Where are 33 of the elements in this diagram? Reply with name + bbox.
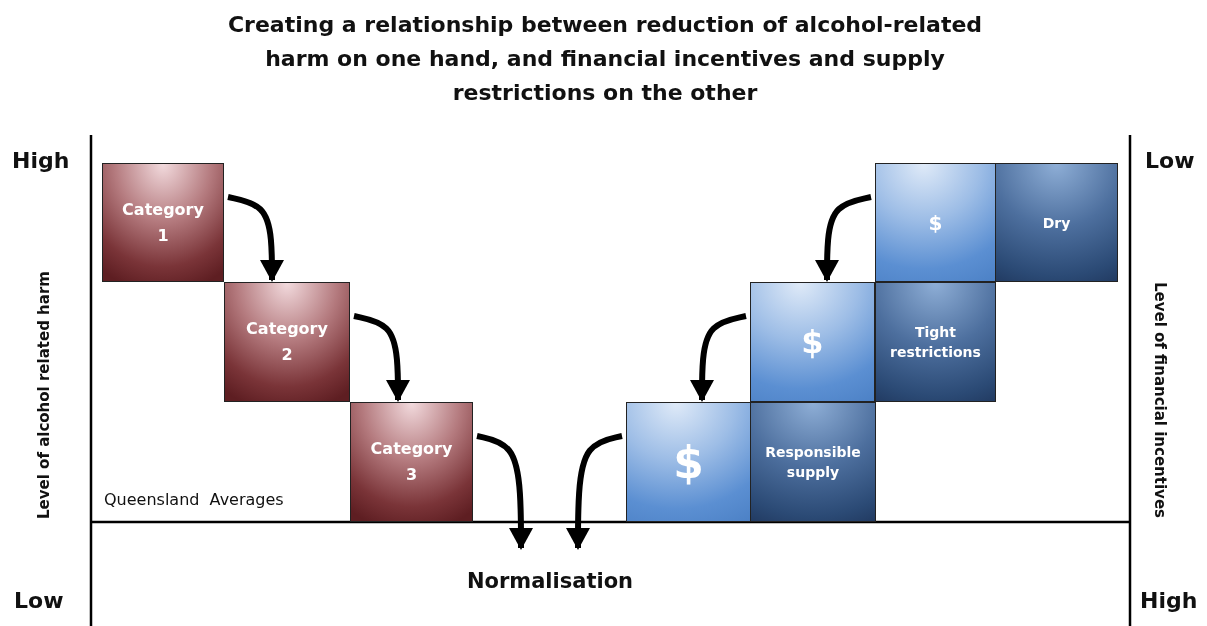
box-text: Category 2 [245,318,329,366]
restriction-box [875,282,996,402]
box-text: $ [672,436,705,488]
box-text: Tight restrictions [889,323,982,362]
diagram-title: Creating a relationship between reduction of alcohol-related harm on one hand, and financial incentives and supply restrictions on the other [226,11,984,107]
axis-end-label: High [1140,588,1198,613]
curved-arrow [690,313,747,402]
baseline-note: Queensland Averages [104,490,284,509]
box-text: Category 1 [121,198,205,247]
box-text: $ [927,210,944,235]
curved-arrow [227,194,284,282]
box-text: Responsible supply [764,443,862,482]
curved-arrow [815,194,872,282]
category-box [350,402,473,522]
category-box [224,282,350,402]
incentive-box [626,402,751,522]
axis-end-label: High [12,148,70,173]
axis-end-label: Low [1145,148,1195,173]
axis-title: Level of financial incentives [1151,282,1169,518]
curved-arrow [353,313,410,402]
curved-arrow [566,433,623,550]
incentive-box [750,282,875,402]
box-text: Category 3 [369,438,454,486]
restriction-box [995,163,1118,282]
incentive-box [875,163,996,282]
box-text: $ [800,323,825,361]
box-text: Dry [1041,213,1072,233]
axis-title: Level of alcohol related harm [35,271,53,519]
curved-arrow [476,433,533,550]
category-box [102,163,224,282]
outcome-label: Normalisation [465,569,635,593]
axis-end-label: Low [14,588,64,613]
restriction-box [750,402,876,522]
